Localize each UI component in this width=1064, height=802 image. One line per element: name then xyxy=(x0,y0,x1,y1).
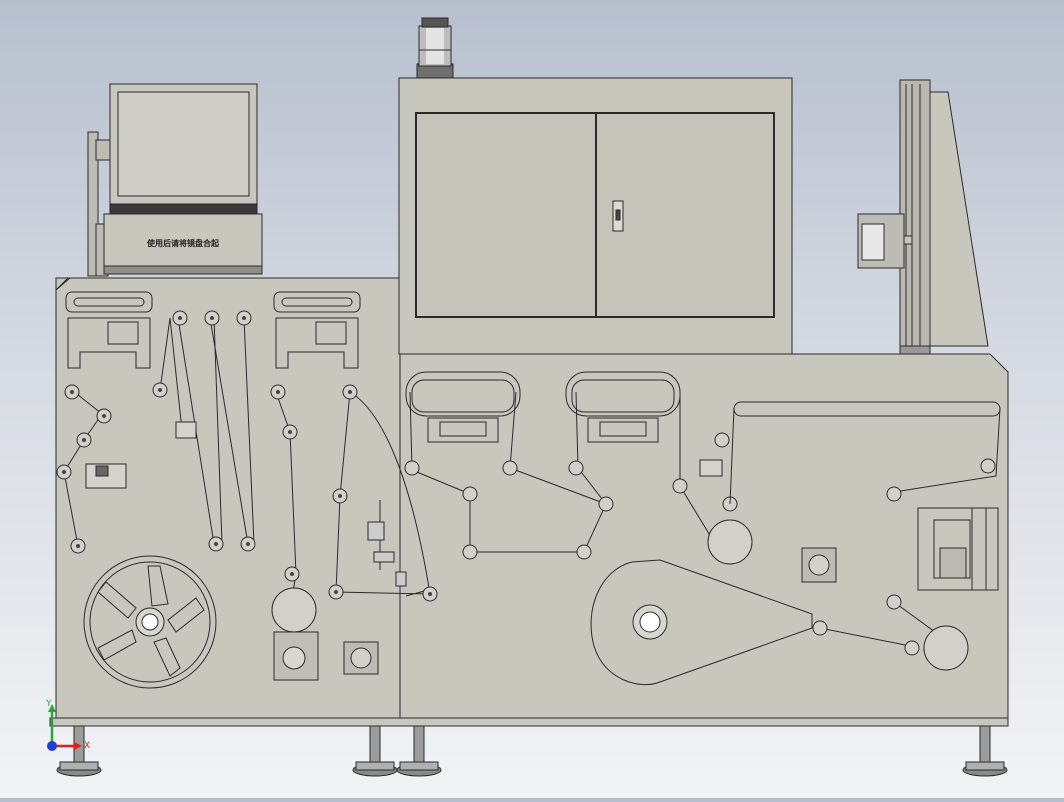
foot-4 xyxy=(962,725,1008,777)
foot-3 xyxy=(396,725,442,777)
guide-support-plate xyxy=(929,91,989,347)
drive-roller-right xyxy=(923,625,969,671)
web-path-right xyxy=(729,407,1001,647)
unwind-reel xyxy=(83,555,217,689)
splice-unit xyxy=(917,507,999,591)
x-axis-label: X xyxy=(84,741,90,751)
rollers-middle xyxy=(404,432,738,560)
monitor-hinge xyxy=(109,203,258,215)
monitor-warning-label: 使用后请将镜盘合起 xyxy=(146,238,220,248)
control-cabinet xyxy=(398,77,793,355)
sensor-small-mid xyxy=(699,459,723,477)
base-plate xyxy=(49,717,1009,727)
top-clamp-mid xyxy=(273,291,361,369)
z-axis-dot xyxy=(47,741,57,751)
rewind-arm xyxy=(590,559,813,686)
coordinate-triad: X Y xyxy=(45,699,90,751)
top-clamp-left xyxy=(65,291,153,369)
leveling-feet xyxy=(56,725,1008,777)
rollers-right xyxy=(812,458,996,656)
sensor-small-left xyxy=(175,421,197,439)
y-axis-label: Y xyxy=(45,699,52,709)
foot-2 xyxy=(352,725,398,777)
signal-lamp xyxy=(416,17,454,79)
right-frame-panel xyxy=(399,353,1009,719)
monitor xyxy=(87,83,263,277)
monitor-screen xyxy=(117,91,250,197)
drive-roller-left xyxy=(271,587,317,633)
monitor-arm xyxy=(87,131,99,277)
clamp-module-1 xyxy=(405,371,521,443)
keyboard-box xyxy=(103,213,263,269)
linear-guide-tower xyxy=(857,79,989,355)
drive-roller-mid xyxy=(707,519,753,565)
foot-1 xyxy=(56,725,102,777)
sensor-mount xyxy=(367,500,407,587)
